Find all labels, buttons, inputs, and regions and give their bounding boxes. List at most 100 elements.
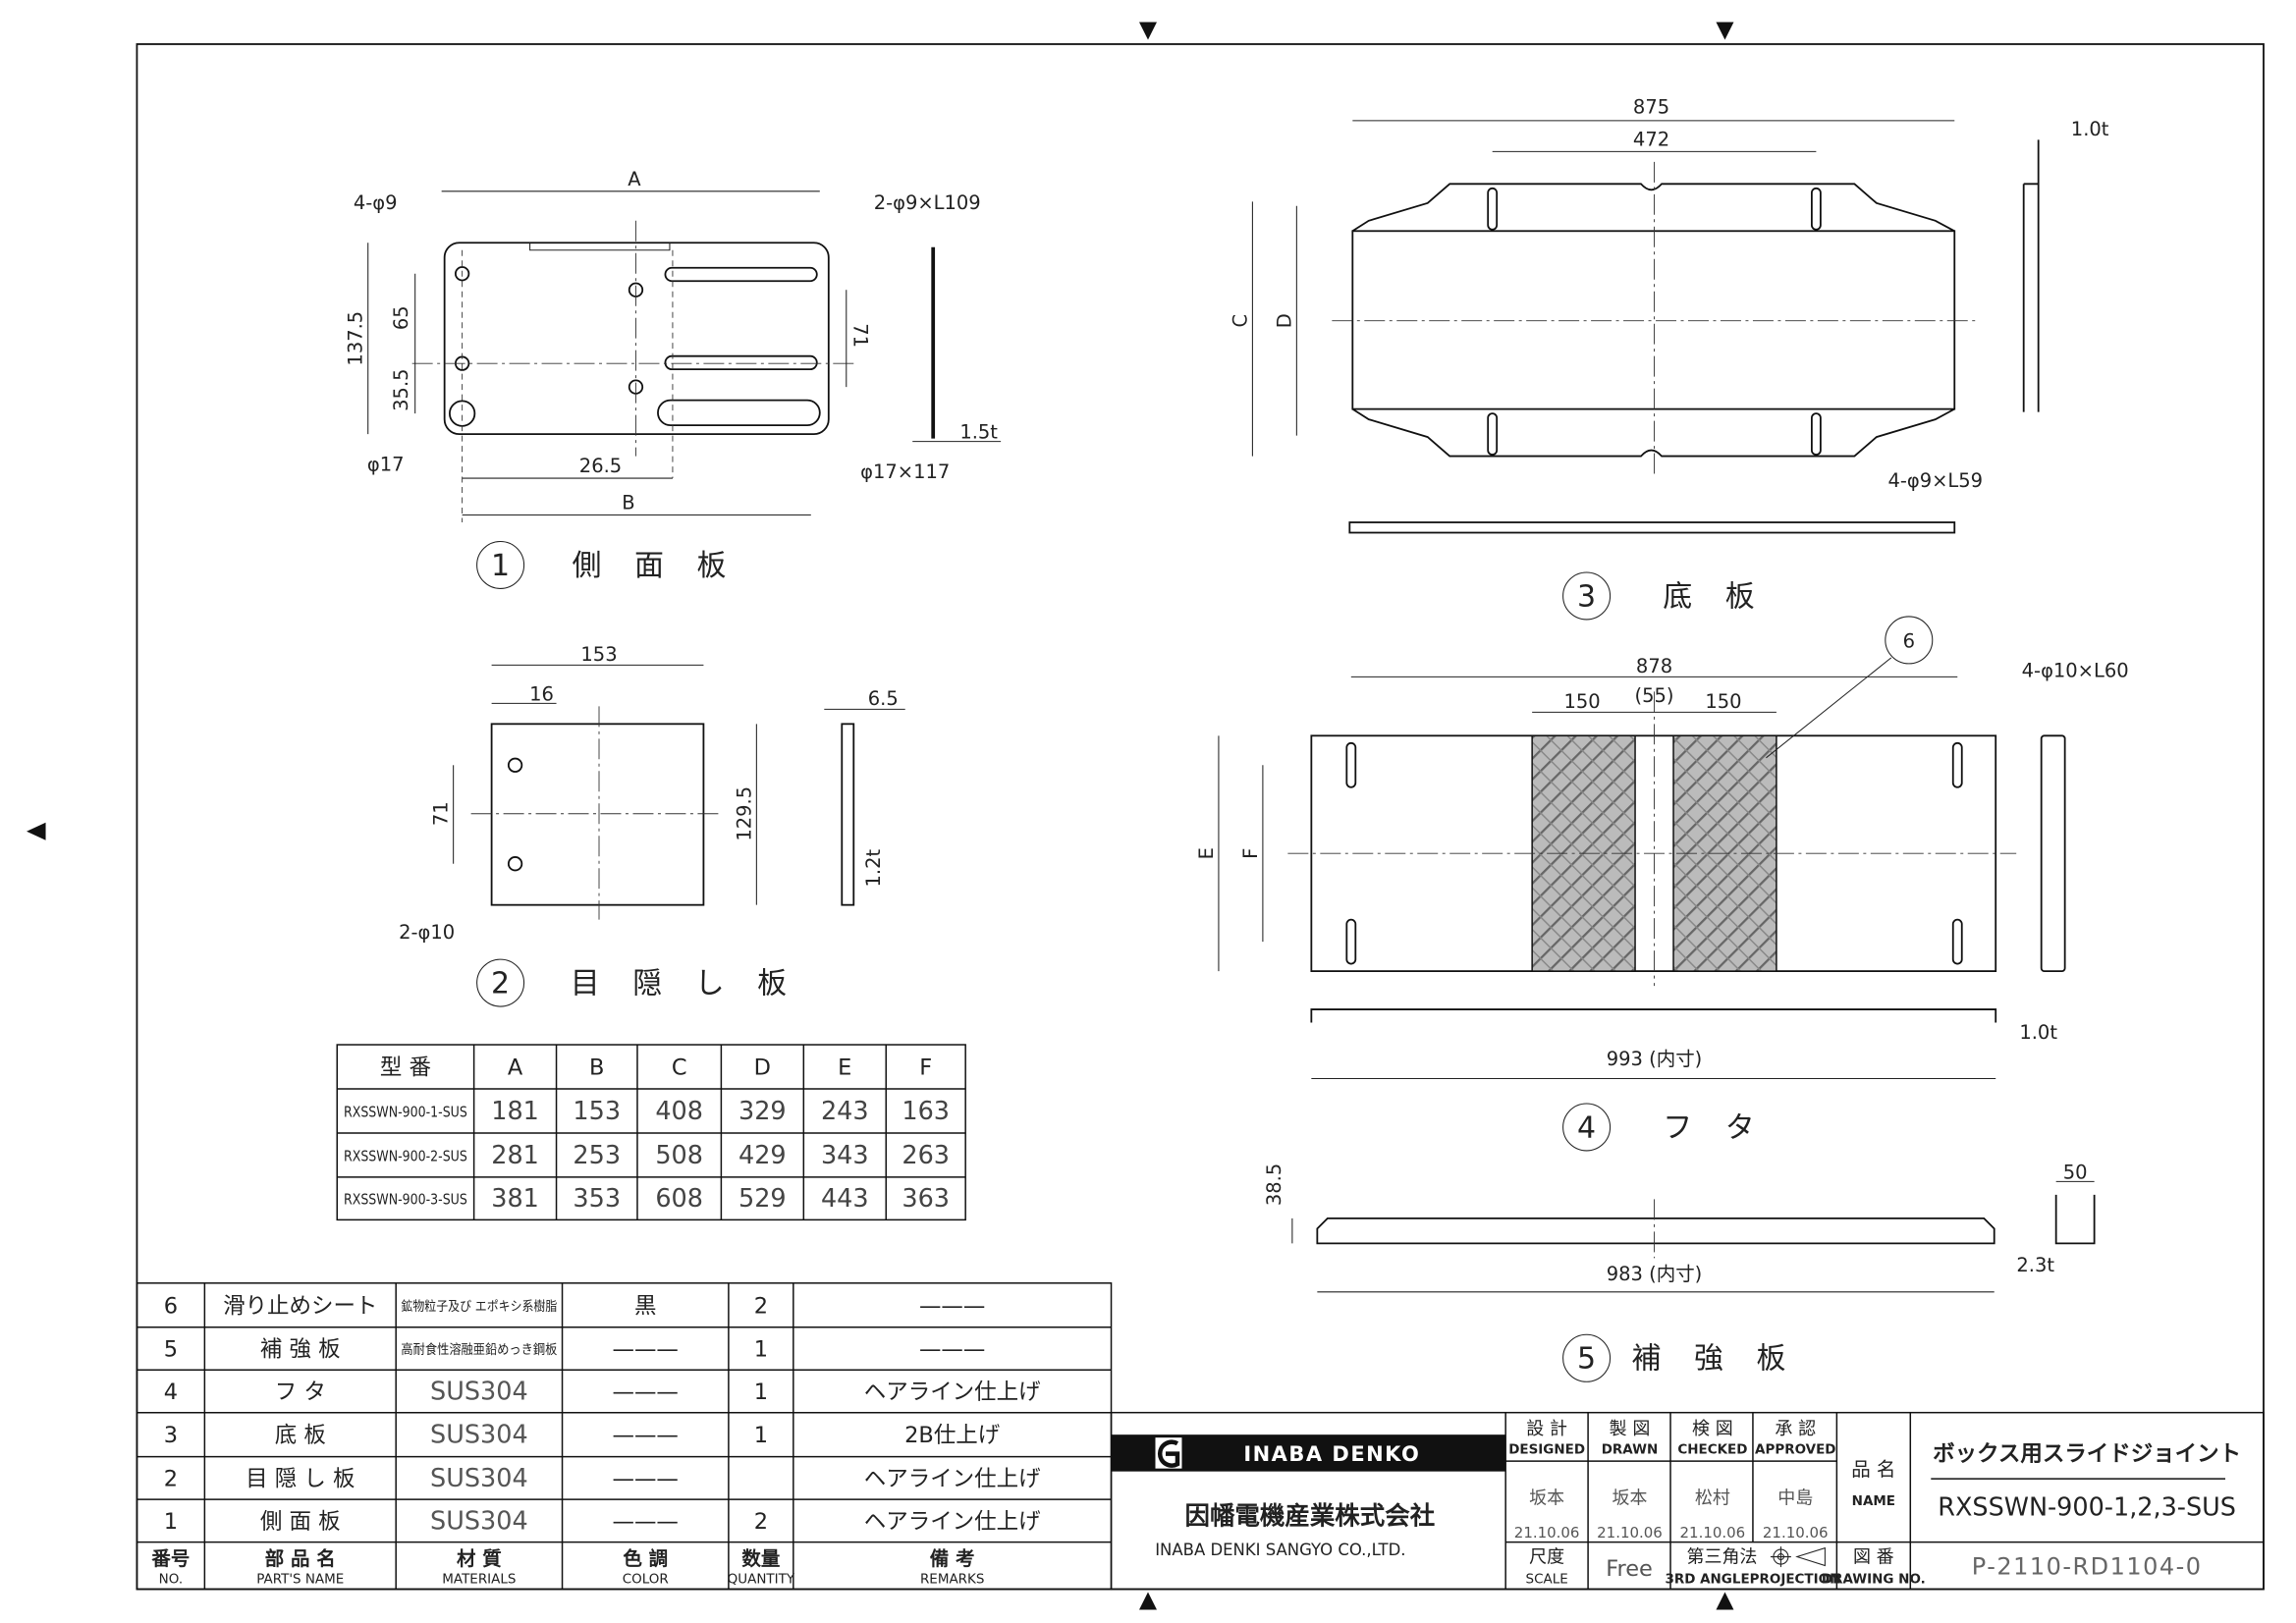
parts-cell: ヘアライン仕上げ: [864, 1466, 1041, 1491]
dim-878: 878: [1636, 655, 1672, 677]
header-label-en: REMARKS: [920, 1572, 984, 1588]
dimension-cell: 529: [738, 1184, 787, 1214]
parts-cell: ———: [613, 1337, 679, 1363]
dimension-cell: 608: [655, 1184, 703, 1214]
view-caption: 目 隠 し 板: [571, 967, 798, 1001]
dim-875: 875: [1633, 95, 1669, 118]
dim-e: E: [1195, 847, 1218, 859]
header-cell: A: [508, 1055, 523, 1081]
drawing-no-label-jp: 図 番: [1853, 1547, 1894, 1568]
dim-71: 71: [430, 801, 453, 826]
name-label-jp: 品 名: [1851, 1458, 1895, 1481]
view-caption: 補 強 板: [1632, 1342, 1798, 1377]
header-cell: 型 番: [380, 1055, 431, 1081]
parts-cell: 補 強 板: [260, 1337, 341, 1363]
parts-cell: 鉱物粒子及び エポキシ系樹脂: [401, 1299, 557, 1315]
dimension-cell: 408: [655, 1097, 703, 1126]
model-number-cell: RXSSWN-900-2-SUS: [344, 1147, 467, 1164]
company-name-en: INABA DENKI SANGYO CO.,LTD.: [1155, 1541, 1405, 1559]
label-slots: 4-φ10×L60: [2022, 659, 2129, 681]
role-label-jp: 承 認: [1775, 1419, 1816, 1439]
dim-35-5: 35.5: [390, 368, 412, 410]
parts-cell: 滑り止めシート: [223, 1293, 377, 1319]
parts-cell: ———: [613, 1423, 679, 1448]
drawing-no-label-en: DRAWING NO.: [1822, 1572, 1926, 1588]
parts-cell: 3: [164, 1423, 178, 1448]
dimension-cell: 429: [738, 1141, 787, 1170]
view-3-bottom-plate: 875 472 C D 1.0t 4-φ9×L59 3 底 板: [1229, 95, 2109, 621]
dim-50: 50: [2063, 1161, 2088, 1183]
projection-symbol-icon: [1770, 1546, 1826, 1568]
parts-cell: 6: [164, 1293, 178, 1319]
parts-cell: 1: [754, 1337, 768, 1363]
header-cell: B: [589, 1055, 604, 1081]
label-slots: 2-φ9×L109: [874, 191, 981, 214]
view-number: 2: [491, 967, 510, 1001]
dim-thickness: 1.0t: [2019, 1021, 2057, 1044]
dim-thickness: 1.5t: [959, 421, 998, 444]
signer-name: 中島: [1777, 1488, 1813, 1509]
label-slots: 4-φ9×L59: [1887, 469, 1983, 492]
header-label-en: PART'S NAME: [256, 1572, 344, 1588]
header-label-en: QUANTITY: [728, 1572, 795, 1588]
dim-472: 472: [1633, 128, 1669, 150]
centering-marks: [27, 22, 1734, 1610]
view-caption: 側 面 板: [573, 549, 738, 583]
dim-150-left: 150: [1564, 690, 1601, 713]
header-label-jp: 数量: [741, 1547, 780, 1570]
dimension-cell: 329: [738, 1097, 787, 1126]
dim-137-5: 137.5: [345, 311, 367, 366]
sign-date: 21.10.06: [1680, 1524, 1746, 1542]
parts-cell: 2B仕上げ: [904, 1423, 1000, 1448]
dim-150-right: 150: [1705, 690, 1741, 713]
dimension-cell: 363: [902, 1184, 950, 1214]
parts-cell: 2: [754, 1293, 768, 1319]
scale-label-en: SCALE: [1526, 1572, 1568, 1588]
header-label-jp: 部 品 名: [265, 1547, 336, 1570]
parts-cell: ———: [613, 1509, 679, 1535]
model-number-cell: RXSSWN-900-3-SUS: [344, 1191, 467, 1209]
sign-date: 21.10.06: [1514, 1524, 1580, 1542]
role-label-jp: 検 図: [1692, 1419, 1733, 1439]
header-label-jp: 色 調: [623, 1547, 668, 1570]
dim-65: 65: [390, 305, 412, 330]
parts-cell: SUS304: [430, 1464, 528, 1493]
name-label-en: NAME: [1852, 1493, 1895, 1509]
company-name-jp: 因幡電機産業株式会社: [1184, 1502, 1435, 1532]
sign-date: 21.10.06: [1597, 1524, 1663, 1542]
dim-6-5: 6.5: [868, 687, 899, 710]
dimension-cell: 181: [491, 1097, 539, 1126]
role-label-en: CHECKED: [1677, 1442, 1747, 1458]
sign-date: 21.10.06: [1763, 1524, 1829, 1542]
dim-153: 153: [580, 643, 617, 666]
callout-6: 6: [1903, 629, 1915, 652]
header-label-jp: 材 質: [457, 1547, 502, 1570]
parts-cell: 目 隠 し 板: [246, 1466, 355, 1491]
header-label-jp: 備 考: [930, 1547, 975, 1570]
header-label-en: COLOR: [623, 1572, 669, 1588]
dimension-cell: 263: [902, 1141, 950, 1170]
role-label-jp: 製 図: [1610, 1419, 1651, 1439]
scale-value: Free: [1606, 1556, 1653, 1582]
view-caption: 底 板: [1663, 579, 1766, 614]
parts-cell: フ タ: [275, 1380, 326, 1405]
drawing-number: P-2110-RD1104-0: [1972, 1553, 2203, 1581]
projection-label-jp: 第三角法: [1687, 1547, 1758, 1568]
signer-name: 坂本: [1613, 1488, 1648, 1509]
dim-983-inner: 983 (内寸): [1607, 1263, 1702, 1285]
dim-129-5: 129.5: [733, 786, 755, 841]
dim-55: (55): [1635, 684, 1674, 707]
label-holes: 4-φ9: [354, 191, 398, 214]
parts-cell: 黒: [634, 1293, 656, 1319]
dim-26-5: 26.5: [579, 455, 622, 477]
parts-cell: 1: [164, 1509, 178, 1535]
parts-cell: ———: [919, 1293, 985, 1319]
dim-thickness: 1.2t: [862, 849, 885, 888]
dim-16: 16: [529, 682, 554, 705]
model-number-cell: RXSSWN-900-1-SUS: [344, 1103, 467, 1120]
dimension-cell: 343: [821, 1141, 869, 1170]
dim-b: B: [622, 492, 634, 514]
header-label-en: NO.: [159, 1572, 183, 1588]
dim-a: A: [628, 168, 641, 190]
